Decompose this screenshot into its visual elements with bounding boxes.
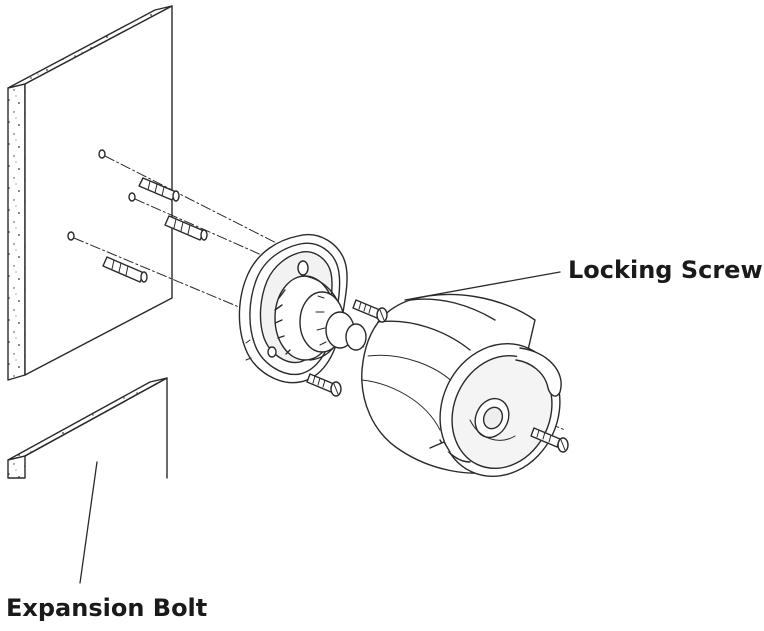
screw	[306, 373, 342, 397]
wall-panel-lower	[7, 377, 168, 479]
expansion-bolt-label: Expansion Bolt	[6, 594, 208, 622]
ball-joint	[274, 275, 367, 361]
expansion-bolt	[164, 215, 208, 241]
locking-screw-label: Locking Screw	[568, 256, 763, 284]
screw	[530, 427, 569, 453]
leader-lines	[79, 271, 561, 584]
locking-screw-leader	[404, 271, 561, 301]
drill-holes	[67, 149, 136, 241]
expansion-bolt	[138, 177, 180, 202]
expansion-bolt	[102, 256, 148, 283]
expansion-bolt-leader	[79, 461, 98, 584]
camera-body	[361, 293, 562, 478]
screw	[352, 299, 388, 323]
wall-panel-upper	[7, 5, 173, 381]
